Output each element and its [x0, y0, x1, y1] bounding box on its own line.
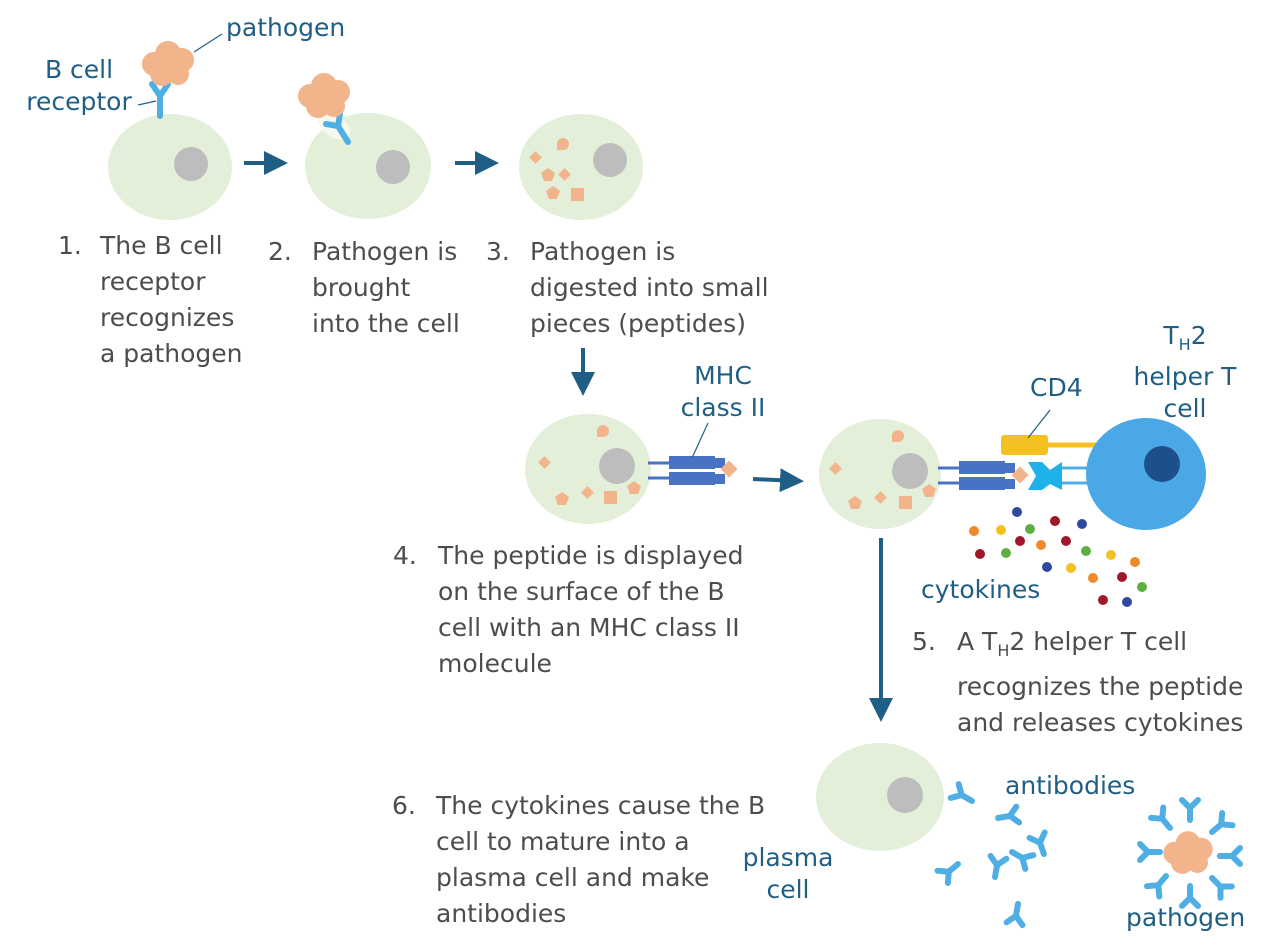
- antibodies: [938, 784, 1052, 925]
- step-1-line-3: recognizes: [100, 303, 235, 332]
- pathogen-with-antibodies: [1140, 800, 1240, 906]
- th2-label-line2: helper T: [1133, 362, 1237, 391]
- th2-label-line3: cell: [1163, 394, 1207, 423]
- mhc-label-line2: class II: [680, 393, 766, 422]
- step-6-line-1: The cytokines cause the B: [436, 791, 766, 820]
- mhc-class-ii-5: [938, 461, 1029, 490]
- th2-label-line1: TH2: [1120, 320, 1250, 361]
- step-1-line-4: a pathogen: [100, 339, 243, 368]
- step-6-number: 6.: [392, 791, 416, 820]
- nucleus: [376, 150, 410, 184]
- mhc-class-ii-4: [648, 456, 738, 485]
- step-4-line-1: The peptide is displayed: [438, 541, 744, 570]
- b-cell-receptor-2: [323, 111, 351, 145]
- step-2-line-1: Pathogen is: [312, 237, 458, 266]
- step-5: 5. A TH2 helper T cell recognizes the pep…: [912, 624, 1243, 741]
- step-6-line-2: cell to mature into a: [436, 827, 690, 856]
- t-cell-nucleus: [1144, 446, 1180, 482]
- b-cell-receptor-label-line1: B cell: [44, 55, 114, 84]
- step-5-line-3: and releases cytokines: [957, 708, 1244, 737]
- nucleus: [599, 448, 635, 484]
- cell-body: [108, 114, 232, 220]
- step-4-line-2: on the surface of the B: [438, 577, 725, 606]
- pathogen-2: [298, 73, 350, 118]
- nucleus: [593, 143, 627, 177]
- step-3-line-1: Pathogen is: [530, 237, 676, 266]
- mhc-class-ii-label: MHC class II: [668, 360, 778, 424]
- cd4-molecule: [1001, 435, 1098, 455]
- step-5-subscript: H: [997, 641, 1010, 660]
- b-cell-receptor-1: [149, 81, 171, 119]
- pathogen-label-bottom: pathogen: [1126, 903, 1246, 932]
- th2-rest: 2: [1190, 321, 1207, 350]
- step-1-line-1: The B cell: [100, 231, 223, 260]
- step-2: 2. Pathogen is brought into the cell: [268, 234, 460, 342]
- plasma-cell: [816, 743, 944, 851]
- th2-helper-t-cell: [1086, 418, 1206, 530]
- cell-body: [305, 113, 431, 219]
- step-2-line-2: brought: [312, 273, 411, 302]
- th2-helper-t-cell-label: TH2 helper T cell: [1120, 320, 1250, 425]
- step-1-number: 1.: [58, 231, 82, 260]
- step-2-number: 2.: [268, 237, 292, 266]
- arrow-4-5: [752, 468, 804, 493]
- b-cell-receptor-label: B cell receptor: [22, 54, 136, 118]
- th2-t: T: [1163, 321, 1179, 350]
- pathogen-leader: [193, 33, 223, 53]
- cytokines-label: cytokines: [921, 575, 1041, 604]
- step-4-line-3: cell with an MHC class II: [438, 613, 740, 642]
- b-cell-receptor-label-line2: receptor: [26, 87, 132, 116]
- plasma-cell-label: plasma cell: [738, 842, 838, 906]
- step-6: 6. The cytokines cause the B cell to matu…: [392, 788, 765, 932]
- cd4-label: CD4: [1030, 373, 1083, 402]
- antibodies-label: antibodies: [1005, 771, 1136, 800]
- b-cell-5: [819, 419, 941, 529]
- cytokines: [969, 507, 1147, 607]
- nucleus: [174, 147, 208, 181]
- step-5-line-2: recognizes the peptide: [957, 672, 1244, 701]
- plasma-label-line2: cell: [766, 875, 810, 904]
- step-5-post: 2 helper T cell: [1009, 627, 1188, 656]
- step-3-number: 3.: [486, 237, 510, 266]
- step-4-number: 4.: [393, 541, 417, 570]
- pathogen-label-top: pathogen: [226, 13, 346, 42]
- t-cell-receptor: [1028, 462, 1096, 490]
- receptor-leader: [137, 100, 157, 106]
- mhc-label-line1: MHC: [694, 361, 752, 390]
- step-3-line-2: digested into small: [530, 273, 769, 302]
- plasma-label-line1: plasma: [742, 843, 834, 872]
- th2-subscript: H: [1178, 335, 1191, 354]
- step-5-pre: A T: [957, 627, 998, 656]
- nucleus: [887, 777, 923, 813]
- step-3-line-3: pieces (peptides): [530, 309, 746, 338]
- b-cell-1: [108, 114, 232, 220]
- mhc-leader: [691, 422, 709, 459]
- nucleus: [892, 453, 928, 489]
- t-cell-body: [1086, 418, 1206, 530]
- pathogen-1: [142, 41, 194, 86]
- b-cell-3: [519, 114, 643, 220]
- step-4-line-4: molecule: [438, 649, 552, 678]
- step-3: 3. Pathogen is digested into small pieces…: [486, 234, 769, 342]
- step-4: 4. The peptide is displayed on the surfac…: [393, 538, 743, 682]
- step-6-line-4: antibodies: [436, 899, 567, 928]
- b-cell-4: [525, 414, 651, 524]
- step-6-line-3: plasma cell and make: [436, 863, 710, 892]
- cd4-leader: [1027, 409, 1051, 439]
- step-1-line-2: receptor: [100, 267, 206, 296]
- step-2-line-3: into the cell: [312, 309, 460, 338]
- cell-body: [816, 743, 944, 851]
- step-1: 1. The B cell receptor recognizes a patho…: [58, 228, 243, 372]
- step-5-number: 5.: [912, 627, 936, 656]
